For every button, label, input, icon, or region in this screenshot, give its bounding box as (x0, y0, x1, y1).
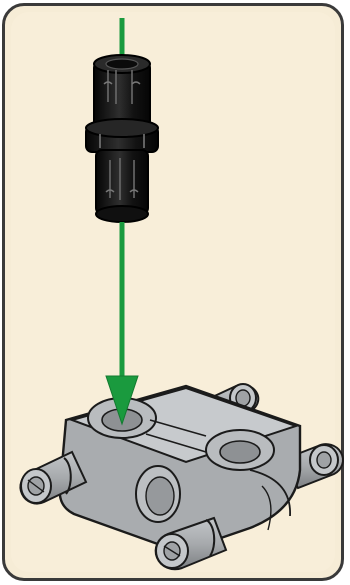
technic-block-icon (20, 384, 342, 569)
technic-pin-icon (86, 55, 158, 222)
